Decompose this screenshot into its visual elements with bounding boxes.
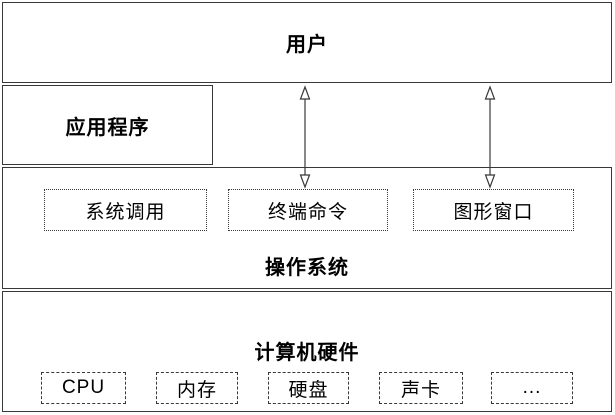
hardware-label-cpu: CPU (61, 377, 106, 398)
interface-box-gui: 图形窗口 (413, 189, 574, 231)
interface-label-gui: 图形窗口 (453, 201, 534, 223)
os-layer-label: 操作系统 (265, 257, 349, 279)
hardware-box-disk: 硬盘 (268, 372, 349, 404)
hardware-label-soundcard: 声卡 (400, 379, 441, 401)
hardware-layer-label: 计算机硬件 (254, 342, 360, 364)
hardware-box-ellipsis: ... (491, 372, 573, 404)
os-layer-box: 系统调用 终端命令 图形窗口 操作系统 (2, 167, 612, 289)
user-layer-box: 用户 (2, 2, 612, 83)
interface-box-terminal: 终端命令 (228, 189, 388, 231)
hardware-box-soundcard: 声卡 (379, 372, 463, 404)
hardware-layer-box: 计算机硬件 CPU 内存 硬盘 声卡 ... (2, 291, 612, 412)
hardware-label-ellipsis: ... (522, 377, 542, 398)
hardware-label-memory: 内存 (176, 379, 217, 401)
application-layer-label: 应用程序 (65, 116, 150, 139)
interface-label-syscall: 系统调用 (85, 201, 166, 223)
interface-label-terminal: 终端命令 (267, 201, 348, 223)
user-layer-label: 用户 (286, 34, 328, 56)
interface-box-syscall: 系统调用 (44, 189, 207, 231)
hardware-box-cpu: CPU (41, 372, 126, 404)
hardware-box-memory: 内存 (156, 372, 238, 404)
hardware-label-disk: 硬盘 (288, 379, 329, 401)
application-layer-box: 应用程序 (2, 85, 213, 165)
